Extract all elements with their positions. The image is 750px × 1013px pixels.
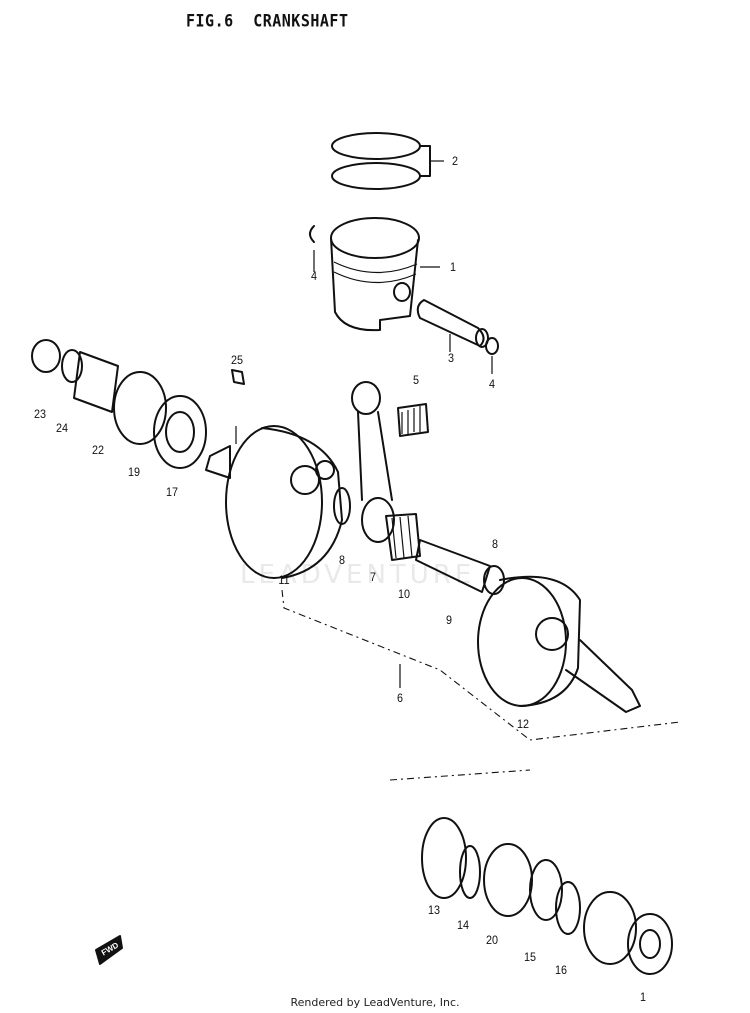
left-bearing-stack	[31, 339, 245, 469]
callout-piston-rings: 2	[451, 154, 459, 168]
callout-piston: 1	[449, 260, 457, 274]
lower-parts-stack	[421, 817, 673, 975]
callout-17: 17	[165, 485, 179, 499]
callout-crank-pin: 9	[445, 613, 453, 627]
callout-22: 22	[91, 443, 105, 457]
crank-half-left	[205, 425, 343, 579]
callout-washer-left: 8	[338, 553, 346, 567]
fwd-arrow-icon	[95, 935, 123, 965]
piston-rings	[331, 132, 444, 190]
callout-25: 25	[230, 353, 244, 367]
callout-connecting-rod: 7	[369, 570, 377, 584]
small-end-bearing	[397, 403, 429, 437]
figure-number: FIG.6	[186, 11, 234, 31]
callout-clip-left: 4	[310, 269, 318, 283]
big-end-bearing	[385, 513, 421, 561]
callout-13: 13	[427, 903, 441, 917]
figure-name: CRANKSHAFT	[253, 11, 349, 31]
callout-15: 15	[523, 950, 537, 964]
piston	[330, 217, 440, 332]
piston-pin	[416, 299, 489, 352]
watermark: LEADVENTURE	[240, 560, 476, 590]
callout-piston-pin: 3	[447, 351, 455, 365]
crank-half-right	[477, 575, 641, 713]
connecting-rod	[351, 381, 395, 543]
callout-24: 24	[55, 421, 69, 435]
callout-washer-right: 8	[491, 537, 499, 551]
callout-bearing-lower: 1	[639, 990, 647, 1004]
callout-16: 16	[554, 963, 568, 977]
footer-credit: Rendered by LeadVenture, Inc.	[290, 996, 460, 1009]
callout-crank-half-left: 11	[278, 573, 290, 587]
callout-crankshaft-assembly: 6	[396, 691, 404, 705]
callout-clip-right: 4	[488, 377, 496, 391]
crank-pin	[415, 539, 491, 593]
callout-crank-half-right: 12	[516, 717, 530, 731]
callout-23: 23	[33, 407, 47, 421]
callout-14: 14	[456, 918, 470, 932]
callout-20: 20	[485, 933, 499, 947]
figure-title: FIG.6 CRANKSHAFT	[186, 11, 349, 31]
callout-19: 19	[127, 465, 141, 479]
callout-big-end-bearing: 10	[397, 587, 411, 601]
callout-small-end-bearing: 5	[412, 373, 420, 387]
